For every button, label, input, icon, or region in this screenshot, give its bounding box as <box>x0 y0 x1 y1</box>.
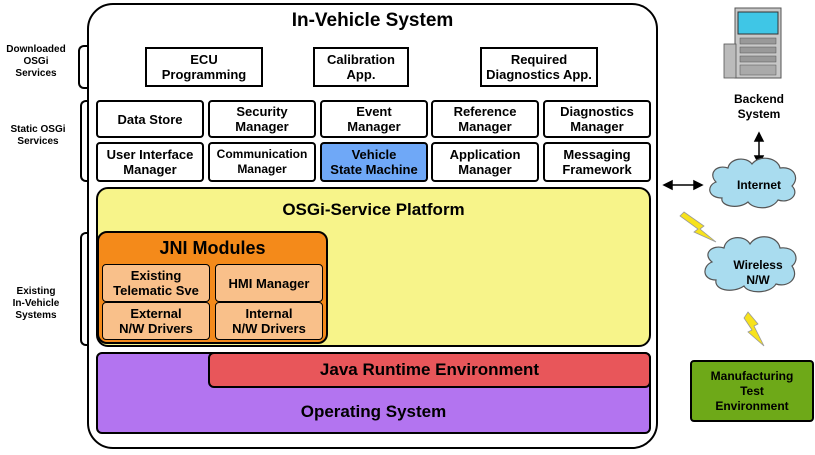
manufacturing-test-box: Manufacturing Test Environment <box>690 360 814 422</box>
jre-label: Java Runtime Environment <box>319 360 540 379</box>
existing-brace <box>80 232 90 346</box>
ecu-programming-box: ECU Programming <box>145 47 263 87</box>
hmi-manager-box: HMI Manager <box>215 264 323 302</box>
user-interface-manager-box: User Interface Manager <box>96 142 204 182</box>
lightning-icon <box>679 211 717 243</box>
in-vehicle-system-title: In-Vehicle System <box>291 10 454 31</box>
required-diagnostics-box: Required Diagnostics App. <box>480 47 598 87</box>
backend-system-label: Backend System <box>733 92 785 121</box>
data-store-box: Data Store <box>96 100 204 138</box>
event-manager-box: Event Manager <box>320 100 428 138</box>
static-services-label: Static OSGi Services <box>10 124 66 147</box>
static-brace <box>80 100 90 182</box>
osgi-platform-label: OSGi-Service Platform <box>282 200 465 219</box>
application-manager-box: Application Manager <box>431 142 539 182</box>
communication-manager-box: Communication Manager <box>208 142 316 182</box>
backend-internet-arrow <box>753 131 765 166</box>
downloaded-brace <box>78 45 88 89</box>
diagnostics-manager-box: Diagnostics Manager <box>543 100 651 138</box>
lightning-icon <box>743 311 765 347</box>
existing-telematic-box: Existing Telematic Sve <box>102 264 210 302</box>
calibration-app-box: Calibration App. <box>313 47 409 87</box>
internal-nw-drivers-box: Internal N/W Drivers <box>215 302 323 340</box>
wireless-nw-label: Wireless N/W <box>733 258 783 287</box>
server-icon <box>723 7 782 79</box>
internet-label: Internet <box>736 178 781 192</box>
messaging-framework-box: Messaging Framework <box>543 142 651 182</box>
platform-internet-arrow <box>662 179 704 191</box>
downloaded-services-label: Downloaded OSGi Services <box>6 44 66 79</box>
reference-manager-box: Reference Manager <box>431 100 539 138</box>
security-manager-box: Security Manager <box>208 100 316 138</box>
existing-systems-label: Existing In-Vehicle Systems <box>12 286 60 321</box>
external-nw-drivers-box: External N/W Drivers <box>102 302 210 340</box>
jni-modules-title: JNI Modules <box>159 238 266 258</box>
operating-system-label: Operating System <box>300 402 447 421</box>
vehicle-state-machine-box: Vehicle State Machine <box>320 142 428 182</box>
jre-box <box>208 352 651 388</box>
